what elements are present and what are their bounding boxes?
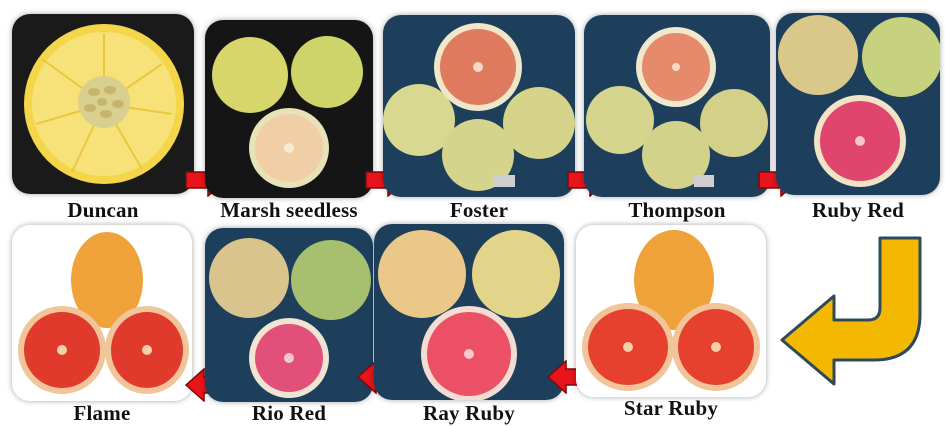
duncan-photo [12, 14, 194, 194]
star-ruby-label: Star Ruby [576, 396, 766, 421]
ray-ruby-photo [374, 224, 564, 400]
flame-photo [12, 225, 192, 401]
foster-label: Foster [383, 198, 575, 223]
ray-ruby-label: Ray Ruby [374, 401, 564, 426]
ruby-red-label: Ruby Red [776, 198, 940, 223]
flame-label: Flame [12, 401, 192, 426]
rio-red-label: Rio Red [205, 401, 373, 426]
marsh-seedless-photo [205, 20, 373, 198]
thompson-photo [584, 15, 770, 197]
ruby-red-photo [776, 13, 940, 195]
thompson-label: Thompson [584, 198, 770, 223]
foster-photo [383, 15, 575, 197]
rio-red-photo [205, 228, 373, 402]
u-turn-arrow-icon [772, 232, 934, 392]
marsh-seedless-label: Marsh seedless [200, 198, 378, 223]
duncan-label: Duncan [12, 198, 194, 223]
star-ruby-photo [576, 225, 766, 397]
